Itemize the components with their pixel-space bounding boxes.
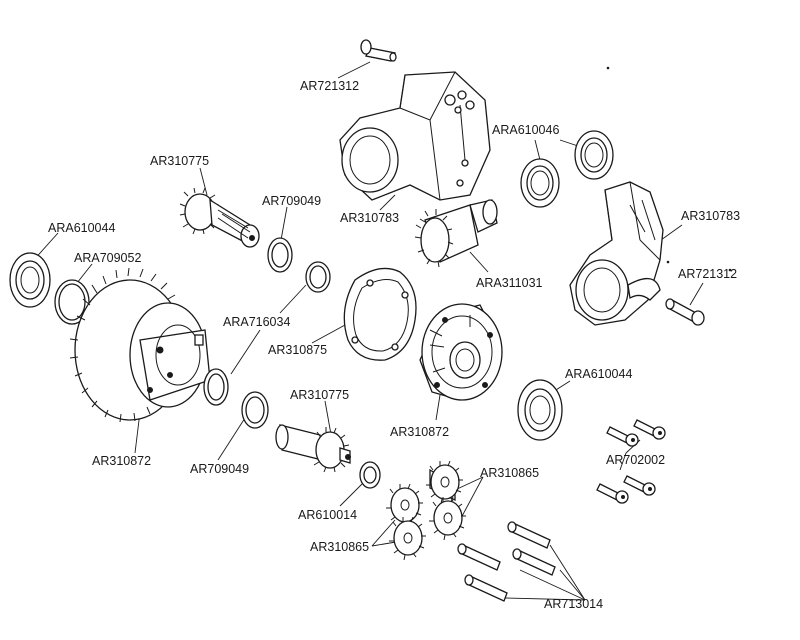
pin-top-part — [360, 39, 397, 62]
label-case-right: AR310783 — [681, 209, 741, 223]
screw-3 — [596, 483, 629, 504]
pinion-center-part — [414, 199, 498, 268]
bearing-right-part — [517, 379, 563, 441]
oring-left-part — [54, 279, 90, 325]
case-top-part — [339, 71, 491, 201]
background-specks — [606, 66, 732, 272]
case-right-part — [569, 181, 664, 326]
label-planet-left: AR310865 — [310, 540, 370, 554]
label-pin-top: AR721312 — [300, 79, 360, 93]
label-shim-upper: AR709049 — [262, 194, 322, 208]
label-diff-case-right: AR310872 — [390, 425, 450, 439]
shim-upper-part — [267, 237, 293, 273]
gear-upper-part — [179, 187, 260, 248]
pin-2 — [457, 543, 501, 571]
seal-ring-part — [343, 267, 417, 361]
pin-set — [457, 521, 556, 602]
pin-right-part — [665, 298, 705, 326]
planet-gear-4 — [389, 516, 426, 561]
label-pins-bottom: AR713014 — [544, 597, 604, 611]
label-shim-lower: AR709049 — [190, 462, 250, 476]
pin-4 — [464, 574, 508, 602]
diff-case-right-part — [419, 303, 503, 401]
bearing-pair-part — [520, 130, 614, 208]
gear-lower-part — [275, 424, 351, 473]
diff-case-left-part — [69, 267, 211, 423]
label-screws: AR702002 — [606, 453, 666, 467]
pin-3 — [512, 548, 556, 576]
label-diff-case-left: AR310872 — [92, 454, 152, 468]
gasket-lower-part — [203, 368, 229, 406]
planet-gear-set — [386, 460, 466, 561]
planet-gear-3 — [386, 483, 423, 528]
label-pin-right: AR721312 — [678, 267, 738, 281]
label-planet-right: AR310865 — [480, 466, 540, 480]
bearing-left-part — [9, 252, 51, 308]
label-oring-left: ARA709052 — [74, 251, 142, 265]
screw-1 — [606, 426, 639, 447]
planet-gear-1 — [426, 460, 463, 505]
planet-gear-2 — [429, 496, 466, 541]
label-bearing-left: ARA610044 — [48, 221, 116, 235]
bearing-small-part — [359, 461, 381, 489]
label-gear-lower: AR310775 — [290, 388, 350, 402]
label-bearing-right: ARA610044 — [565, 367, 633, 381]
shim-lower-part — [241, 391, 269, 429]
label-case-top: AR310783 — [340, 211, 400, 225]
label-bearing-small: AR610014 — [298, 508, 358, 522]
screw-4 — [623, 475, 656, 496]
label-bearing-pair: ARA610046 — [492, 123, 560, 137]
gasket-center-part — [305, 261, 331, 293]
label-pinion-center: ARA311031 — [476, 276, 543, 290]
label-gasket-center: ARA716034 — [223, 315, 291, 329]
screw-set — [596, 419, 666, 504]
label-gear-upper: AR310775 — [150, 154, 210, 168]
screw-2 — [633, 419, 666, 440]
pin-1 — [507, 521, 551, 549]
label-seal-ring: AR310875 — [268, 343, 328, 357]
